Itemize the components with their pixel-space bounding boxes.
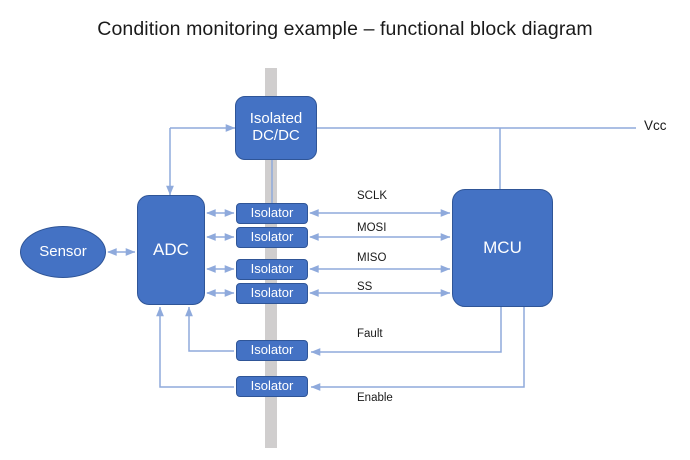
block-isolated-dcdc-label: Isolated DC/DC [249, 110, 303, 145]
block-isolator-miso[interactable]: Isolator [236, 259, 308, 280]
mcu-enable-to-isolator [310, 307, 525, 391]
label-ss: SS [357, 281, 373, 293]
block-isolator-mosi[interactable]: Isolator [236, 227, 308, 248]
label-sclk: SCLK [357, 190, 388, 202]
block-isolator-sclk[interactable]: Isolator [236, 203, 308, 224]
block-adc[interactable]: ADC [137, 195, 205, 305]
block-isolator-ss[interactable]: Isolator [236, 283, 308, 304]
page-title: Condition monitoring example – functiona… [97, 18, 593, 40]
block-dcdc-line1: Isolated [249, 110, 303, 128]
block-sensor-label: Sensor [39, 242, 87, 260]
label-mosi: MOSI [357, 222, 387, 234]
block-mcu[interactable]: MCU [452, 189, 553, 307]
block-isolated-dcdc[interactable]: Isolated DC/DC [235, 96, 317, 160]
block-sensor[interactable]: Sensor [20, 226, 106, 278]
enable-isolator-to-adc [156, 306, 234, 388]
isolator-mosi-label: Isolator [250, 229, 294, 245]
isolator-miso-label: Isolator [250, 261, 294, 277]
isolator-sclk-label: Isolator [250, 205, 294, 221]
isolator-enable-label: Isolator [250, 378, 294, 394]
mcu-fault-to-isolator [310, 307, 502, 356]
block-dcdc-line2: DC/DC [252, 127, 300, 144]
label-miso: MISO [357, 252, 387, 264]
block-adc-label: ADC [153, 240, 189, 260]
fault-isolator-to-adc [185, 306, 234, 352]
block-mcu-label: MCU [483, 238, 522, 258]
label-vcc: Vcc [644, 118, 667, 133]
block-isolator-enable[interactable]: Isolator [236, 376, 308, 397]
isolator-ss-label: Isolator [250, 285, 294, 301]
isolator-fault-label: Isolator [250, 342, 294, 358]
label-fault: Fault [357, 328, 383, 340]
block-isolator-fault[interactable]: Isolator [236, 340, 308, 361]
label-enable: Enable [357, 392, 393, 404]
